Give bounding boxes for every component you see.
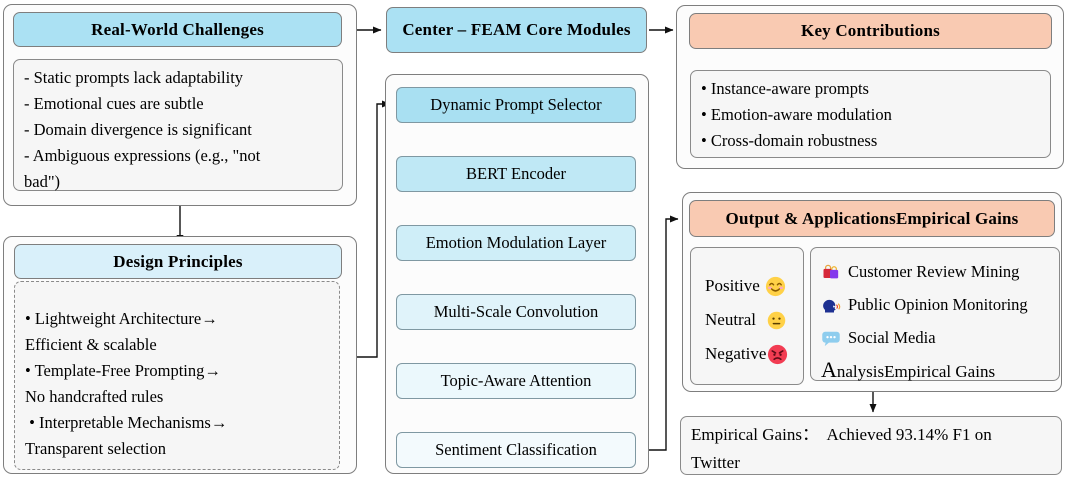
module-label: Emotion Modulation Layer — [425, 233, 607, 252]
application-tail-row: AnalysisEmpirical Gains — [821, 354, 1049, 388]
module-label: Dynamic Prompt Selector — [430, 95, 602, 114]
empirical-line: Empirical Gains： Achieved 93.14% F1 on — [691, 425, 992, 444]
application-row-public-opinion: Public Opinion Monitoring — [821, 288, 1049, 321]
sentiment-row-positive: Positive — [701, 269, 793, 303]
shopping-bags-icon — [821, 262, 841, 282]
center-title: Center – FEAM Core Modules — [402, 20, 631, 39]
module-emotion-modulation-layer: Emotion Modulation Layer — [396, 225, 636, 261]
speaking-head-icon — [821, 295, 841, 315]
application-label: Social Media — [848, 327, 936, 347]
module-label: Multi-Scale Convolution — [433, 302, 599, 321]
sentiment-label: Negative — [705, 344, 767, 363]
design-panel: • Lightweight Architecture→ Efficient & … — [14, 281, 340, 470]
angry-face-icon — [766, 343, 789, 366]
module-dynamic-prompt-selector: Dynamic Prompt Selector — [396, 87, 636, 123]
module-multi-scale-convolution: Multi-Scale Convolution — [396, 294, 636, 330]
challenge-item: - Domain divergence is significant — [24, 120, 252, 139]
core-modules-container — [385, 74, 649, 474]
application-row-customer-review: Customer Review Mining — [821, 255, 1049, 288]
design-item: Efficient & scalable — [25, 335, 157, 354]
module-label: Topic-Aware Attention — [440, 371, 592, 390]
application-tail-label: AnalysisEmpirical Gains — [821, 357, 996, 382]
contribution-item: • Instance-aware prompts — [701, 79, 869, 98]
center-header: Center – FEAM Core Modules — [386, 7, 647, 53]
module-label: Sentiment Classification — [435, 440, 597, 459]
challenges-header: Real-World Challenges — [13, 12, 342, 47]
module-sentiment-classification: Sentiment Classification — [396, 432, 636, 468]
contributions-title: Key Contributions — [801, 21, 940, 40]
design-item: No handcrafted rules — [25, 387, 164, 406]
contributions-panel: • Instance-aware prompts • Emotion-aware… — [690, 70, 1051, 158]
challenges-panel: - Static prompts lack adaptability - Emo… — [13, 59, 343, 191]
challenge-item: bad") — [24, 172, 61, 191]
application-row-social-media: Social Media — [821, 321, 1049, 354]
sentiment-label: Neutral — [705, 310, 756, 329]
output-header: Output & ApplicationsEmpirical Gains — [689, 200, 1055, 237]
design-item: • Interpretable Mechanisms→ — [25, 413, 228, 432]
challenges-title: Real-World Challenges — [91, 19, 264, 39]
design-title: Design Principles — [113, 251, 243, 271]
challenge-item: - Ambiguous expressions (e.g., "not — [24, 146, 261, 165]
application-label: Customer Review Mining — [848, 261, 1020, 281]
design-item: • Lightweight Architecture→ — [25, 309, 218, 328]
sentiment-row-neutral: Neutral — [701, 303, 793, 337]
design-item: Transparent selection — [25, 439, 166, 458]
module-topic-aware-attention: Topic-Aware Attention — [396, 363, 636, 399]
contribution-item: • Emotion-aware modulation — [701, 105, 892, 124]
applications-panel: Customer Review Mining Public Opinion Mo… — [810, 247, 1060, 382]
sentiment-row-negative: Negative — [701, 337, 793, 371]
speech-balloon-icon — [821, 328, 841, 348]
empirical-line: Twitter — [691, 453, 740, 472]
challenge-item: - Static prompts lack adaptability — [24, 68, 244, 87]
design-item: • Template-Free Prompting→ — [25, 361, 221, 380]
contributions-header: Key Contributions — [689, 13, 1052, 49]
output-title: Output & ApplicationsEmpirical Gains — [725, 208, 1019, 228]
design-header: Design Principles — [14, 244, 342, 279]
sentiment-label: Positive — [705, 276, 760, 295]
module-bert-encoder: BERT Encoder — [396, 156, 636, 192]
empirical-gains-box: Empirical Gains： Achieved 93.14% F1 on T… — [680, 416, 1062, 475]
sentiment-panel: Positive Neutral Negative — [690, 247, 804, 385]
module-label: BERT Encoder — [466, 164, 566, 183]
application-label: Public Opinion Monitoring — [848, 294, 1028, 314]
smiling-face-icon — [764, 275, 787, 298]
neutral-face-icon — [766, 310, 787, 331]
challenge-item: - Emotional cues are subtle — [24, 94, 204, 113]
contribution-item: • Cross-domain robustness — [701, 131, 878, 150]
